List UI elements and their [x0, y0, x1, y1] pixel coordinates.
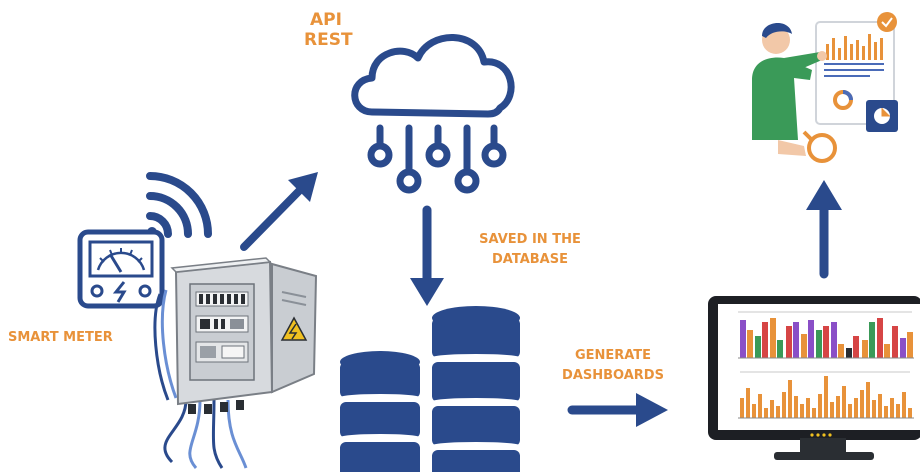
meter-gauge-icon	[77, 229, 165, 309]
saved-line1: SAVED IN THE	[479, 232, 581, 247]
smart-meter-label: SMART METER	[8, 330, 113, 345]
wifi-icon	[146, 172, 212, 238]
electrical-panel-icon	[153, 257, 318, 469]
saved-line2: DATABASE	[492, 252, 568, 267]
generate-dashboards-label: GENERATE DASHBOARDS	[548, 346, 678, 386]
arrow-dashboard-to-analyst	[806, 180, 842, 279]
api-rest-label: API REST	[304, 10, 353, 50]
arrow-database-to-dashboard	[567, 393, 668, 427]
saved-in-database-label: SAVED IN THE DATABASE	[450, 230, 610, 270]
database-icon	[338, 306, 522, 472]
cloud-icon	[351, 34, 515, 194]
api-rest-line1: API	[310, 10, 342, 30]
generate-line1: GENERATE	[574, 348, 652, 363]
api-rest-line2: REST	[304, 30, 353, 50]
person-analytics-icon	[752, 12, 898, 163]
arrow-cloud-to-database	[410, 205, 444, 306]
generate-line2: DASHBOARDS	[562, 368, 664, 383]
high-voltage-icon	[280, 316, 308, 341]
arrow-meter-to-cloud	[240, 172, 318, 251]
monitor-dashboard-icon	[708, 296, 920, 460]
